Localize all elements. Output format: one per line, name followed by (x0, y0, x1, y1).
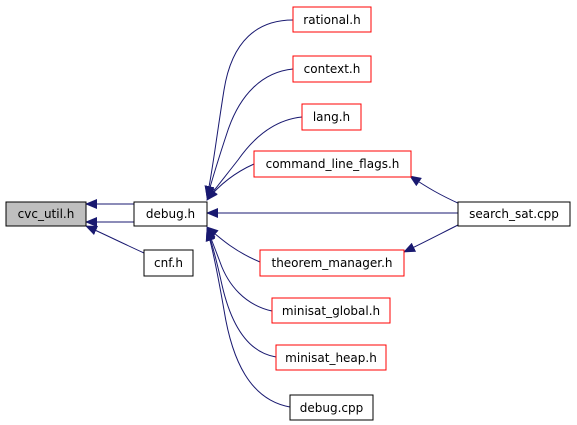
node-search_sat-cpp[interactable]: search_sat.cpp (457, 201, 571, 227)
node-theorem_manager-h[interactable]: theorem_manager.h (259, 249, 405, 277)
edge-minisat_heap-to-debug (206, 228, 277, 358)
node-minisat_heap-h[interactable]: minisat_heap.h (275, 344, 387, 371)
node-label-rational-h: rational.h (303, 13, 360, 27)
node-cvc_util-h[interactable]: cvc_util.h (5, 201, 87, 227)
edge-context-to-debug (205, 68, 294, 199)
node-label-lang-h: lang.h (313, 110, 350, 124)
node-debug-cpp[interactable]: debug.cpp (289, 394, 374, 421)
node-context-h[interactable]: context.h (292, 55, 372, 83)
edge-rational-to-debug (204, 19, 294, 198)
edge-search_sat-to-theorem (403, 223, 461, 253)
node-minisat_global-h[interactable]: minisat_global.h (271, 297, 391, 324)
node-command_line_flags-h[interactable]: command_line_flags.h (253, 150, 412, 178)
edge-cnf-to-cvc_util (85, 225, 145, 254)
node-label-search_sat-cpp: search_sat.cpp (469, 207, 559, 221)
node-label-minisat_heap-h: minisat_heap.h (285, 351, 377, 365)
node-label-minisat_global-h: minisat_global.h (282, 304, 380, 318)
node-label-cnf-h: cnf.h (154, 256, 183, 270)
edge-debug_cpp-to-debug (205, 229, 291, 408)
node-label-cvc_util-h: cvc_util.h (18, 207, 75, 221)
node-label-command_line_flags-h: command_line_flags.h (266, 157, 400, 171)
edge-cmdflags-to-debug (206, 163, 255, 201)
nodes: cvc_util.h debug.h cnf.h rational.h cont… (5, 6, 571, 421)
node-label-debug-h: debug.h (146, 207, 195, 221)
edges (85, 19, 461, 408)
edge-search_sat-to-cmdflags (409, 175, 461, 205)
node-lang-h[interactable]: lang.h (301, 103, 362, 131)
node-label-context-h: context.h (304, 62, 361, 76)
node-label-theorem_manager-h: theorem_manager.h (271, 256, 392, 270)
node-cnf-h[interactable]: cnf.h (143, 249, 194, 277)
node-rational-h[interactable]: rational.h (292, 6, 372, 33)
node-debug-h[interactable]: debug.h (133, 201, 208, 227)
node-label-debug-cpp: debug.cpp (300, 401, 364, 415)
